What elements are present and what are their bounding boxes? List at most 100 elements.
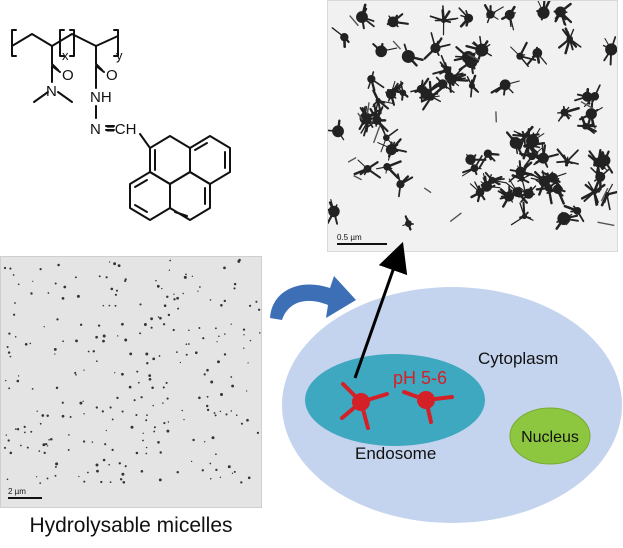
micelle-dot — [165, 381, 168, 384]
release-arrow — [353, 241, 408, 379]
micelle-dot — [102, 339, 105, 343]
micelle-dot — [257, 308, 261, 311]
free-rod — [372, 125, 381, 144]
rod-cluster — [478, 149, 500, 169]
rod-cluster — [583, 84, 601, 108]
micelle-dot — [30, 430, 33, 433]
micelle-dot — [95, 463, 99, 467]
micelle-dot — [152, 357, 156, 361]
micelle-dot — [46, 445, 49, 447]
micelle-dot — [142, 439, 144, 442]
micelle-dot — [110, 287, 114, 291]
micelle-dot — [213, 412, 216, 414]
micelle-dot — [217, 360, 220, 364]
micelle-dot — [47, 292, 50, 294]
micelle-dot — [162, 323, 166, 326]
rod-cluster — [580, 181, 606, 206]
micelle-dot — [182, 292, 184, 295]
micelle-dot — [15, 428, 17, 430]
micelle-dot — [105, 429, 107, 432]
micelle-dot — [122, 481, 126, 484]
rod-cluster — [367, 71, 385, 92]
micelle-dot — [31, 388, 34, 390]
micelle-dot — [5, 379, 7, 382]
rod-cluster — [429, 5, 459, 36]
micelle-dot — [143, 323, 147, 326]
micelle-dot — [108, 463, 110, 466]
rod-cluster — [396, 173, 414, 198]
micelle-dot — [121, 410, 124, 413]
micelle-dot — [30, 292, 33, 295]
micelle-dot — [113, 262, 117, 266]
micelle-dot — [157, 441, 160, 444]
micelle-dot — [233, 287, 236, 290]
micelle-dot — [176, 470, 179, 474]
micelle-dot — [219, 410, 222, 413]
micelle-dot — [39, 267, 42, 271]
ph-label: pH 5-6 — [393, 368, 447, 388]
micelle-dot — [115, 289, 119, 292]
micelle-dot — [191, 275, 194, 277]
endosome-label: Endosome — [355, 444, 436, 463]
micelle-dot — [45, 442, 48, 446]
free-rod — [392, 40, 402, 50]
scale-bar-label-bottom: 2 µm — [8, 487, 26, 496]
micelle-dot — [76, 294, 80, 298]
micelle-dot — [181, 409, 183, 412]
micelle-dot — [166, 429, 170, 433]
micelle-dot — [169, 259, 172, 262]
micelle-dot — [135, 451, 139, 455]
micelle-dot — [29, 342, 32, 345]
rod-cluster — [483, 4, 504, 24]
rod-cluster — [402, 215, 414, 231]
micelle-dot — [75, 373, 77, 376]
micelle-dot — [223, 266, 226, 270]
micelle-dot — [162, 402, 164, 404]
micelle-dot — [54, 353, 56, 355]
micelle-dot — [61, 297, 65, 300]
micelle-dot — [48, 439, 50, 441]
micelle-dot — [97, 324, 101, 327]
micelle-dot — [56, 318, 59, 321]
micelle-dot — [102, 458, 106, 462]
rod-cluster — [510, 201, 534, 226]
micelle-dot — [247, 362, 249, 364]
tem-image-spherical-micelles: 2 µm — [0, 256, 262, 508]
rod-cluster — [505, 131, 526, 157]
micelle-dot — [108, 304, 111, 307]
rod-cluster — [541, 171, 567, 192]
free-rod — [467, 53, 480, 61]
micelle-dot — [140, 470, 144, 473]
micelle-dot — [91, 441, 94, 443]
micelle-dot — [248, 304, 252, 307]
rod-cluster — [553, 2, 573, 26]
free-rod — [349, 15, 359, 27]
micelle-dot — [61, 414, 65, 418]
micelle-dot — [83, 480, 86, 483]
micelle-dot — [188, 329, 190, 331]
micelle-dot — [142, 432, 144, 434]
micelle-dot — [55, 462, 59, 466]
micelle-dot — [176, 351, 178, 353]
micelle-dot — [246, 418, 249, 422]
micelle-dot — [224, 333, 226, 335]
micelle-dot — [150, 317, 154, 321]
micelle-dot — [96, 469, 99, 473]
micelle-dot — [206, 395, 209, 398]
micelle-dot — [140, 396, 143, 399]
micelle-dot — [243, 347, 245, 349]
micelle-dot — [108, 261, 111, 263]
tem-image-rod-clusters: 0.5 µm — [327, 0, 618, 252]
micelle-dot — [121, 322, 124, 326]
micelle-dot — [79, 323, 83, 326]
micelle-dot — [46, 414, 49, 417]
micelle-dot — [139, 332, 142, 335]
rod-cluster — [458, 52, 478, 75]
micelle-dot — [100, 480, 103, 484]
micelle-dot — [209, 477, 212, 480]
rod-cluster — [433, 76, 455, 94]
micelle-dot — [197, 290, 199, 292]
micelle-dot — [39, 422, 42, 425]
micelle-dot — [230, 410, 233, 412]
micelle-dot — [79, 401, 83, 405]
